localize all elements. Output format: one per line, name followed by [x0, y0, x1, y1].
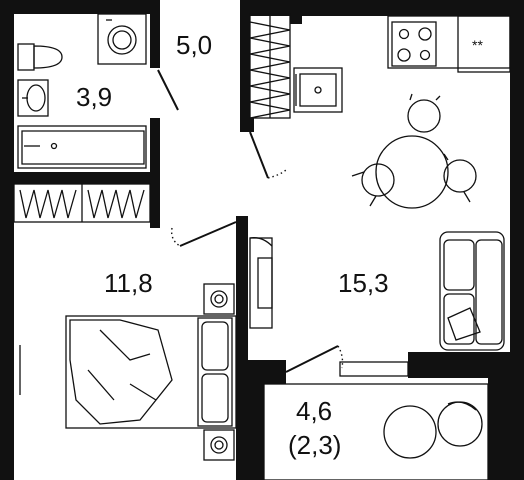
balcony-wall-left [236, 378, 264, 480]
hallway-area-label: 5,0 [176, 30, 212, 60]
sink-icon [17, 79, 49, 117]
kitchen-sink-icon [293, 67, 343, 113]
chair-top-icon [407, 93, 441, 133]
chair-left-icon [351, 163, 395, 207]
outer-wall-top-right [240, 0, 524, 16]
bedroom-door [179, 221, 237, 247]
wall-balcony-top-right [408, 352, 524, 378]
bedroom-area-label: 11,8 [104, 268, 153, 298]
kitchen-living-area-label: 15,3 [338, 268, 389, 298]
toilet-icon [17, 43, 63, 71]
hallway: 5,0 [176, 13, 291, 179]
balcony-door [285, 345, 339, 373]
bathroom-door [157, 69, 179, 111]
outer-wall-top-left [0, 0, 160, 14]
armchair-icon [249, 237, 273, 329]
washing-machine-icon [97, 13, 147, 65]
bedroom: 11,8 [19, 221, 237, 461]
bedroom-door-arc [170, 227, 181, 247]
balcony-outline [263, 383, 489, 480]
balcony-window-frame [339, 361, 409, 377]
balcony: 4,6 (2,3) [263, 383, 489, 480]
balcony-chair-icon [437, 401, 483, 447]
dining-table-icon [351, 93, 477, 209]
chair-right-icon [443, 153, 477, 203]
balcony-area-label: 4,6 [296, 396, 332, 426]
nightstand-top-icon [203, 283, 235, 315]
sofa-icon [439, 231, 505, 351]
entrance-door [249, 131, 269, 179]
kitchen-living: ** 15,3 [249, 15, 511, 377]
hallway-wardrobe [249, 13, 291, 119]
nightstand-bottom-icon [203, 429, 235, 461]
fridge-freezer-mark: ** [472, 37, 483, 53]
outer-wall-left [0, 0, 14, 480]
pillar-wardrobe [240, 118, 254, 132]
wall-wardrobe-column [240, 0, 250, 130]
balcony-wall-right [488, 378, 524, 480]
bathroom-area-label: 3,9 [76, 82, 112, 112]
bed-icon [65, 315, 237, 429]
bathroom: 3,9 [17, 13, 179, 169]
balcony-area-reduced-label: (2,3) [288, 430, 341, 460]
wall-bathroom-hallway [150, 0, 160, 68]
entrance-door-arc [267, 169, 287, 179]
bedroom-wardrobe [13, 183, 151, 223]
cooktop-icon [391, 21, 437, 67]
wall-notch [290, 0, 302, 24]
outer-wall-right [510, 0, 524, 378]
fridge-icon: ** [457, 15, 511, 73]
bathtub-icon [17, 125, 147, 169]
wall-bathroom-bedroom [0, 172, 160, 184]
balcony-table-icon [383, 405, 437, 459]
